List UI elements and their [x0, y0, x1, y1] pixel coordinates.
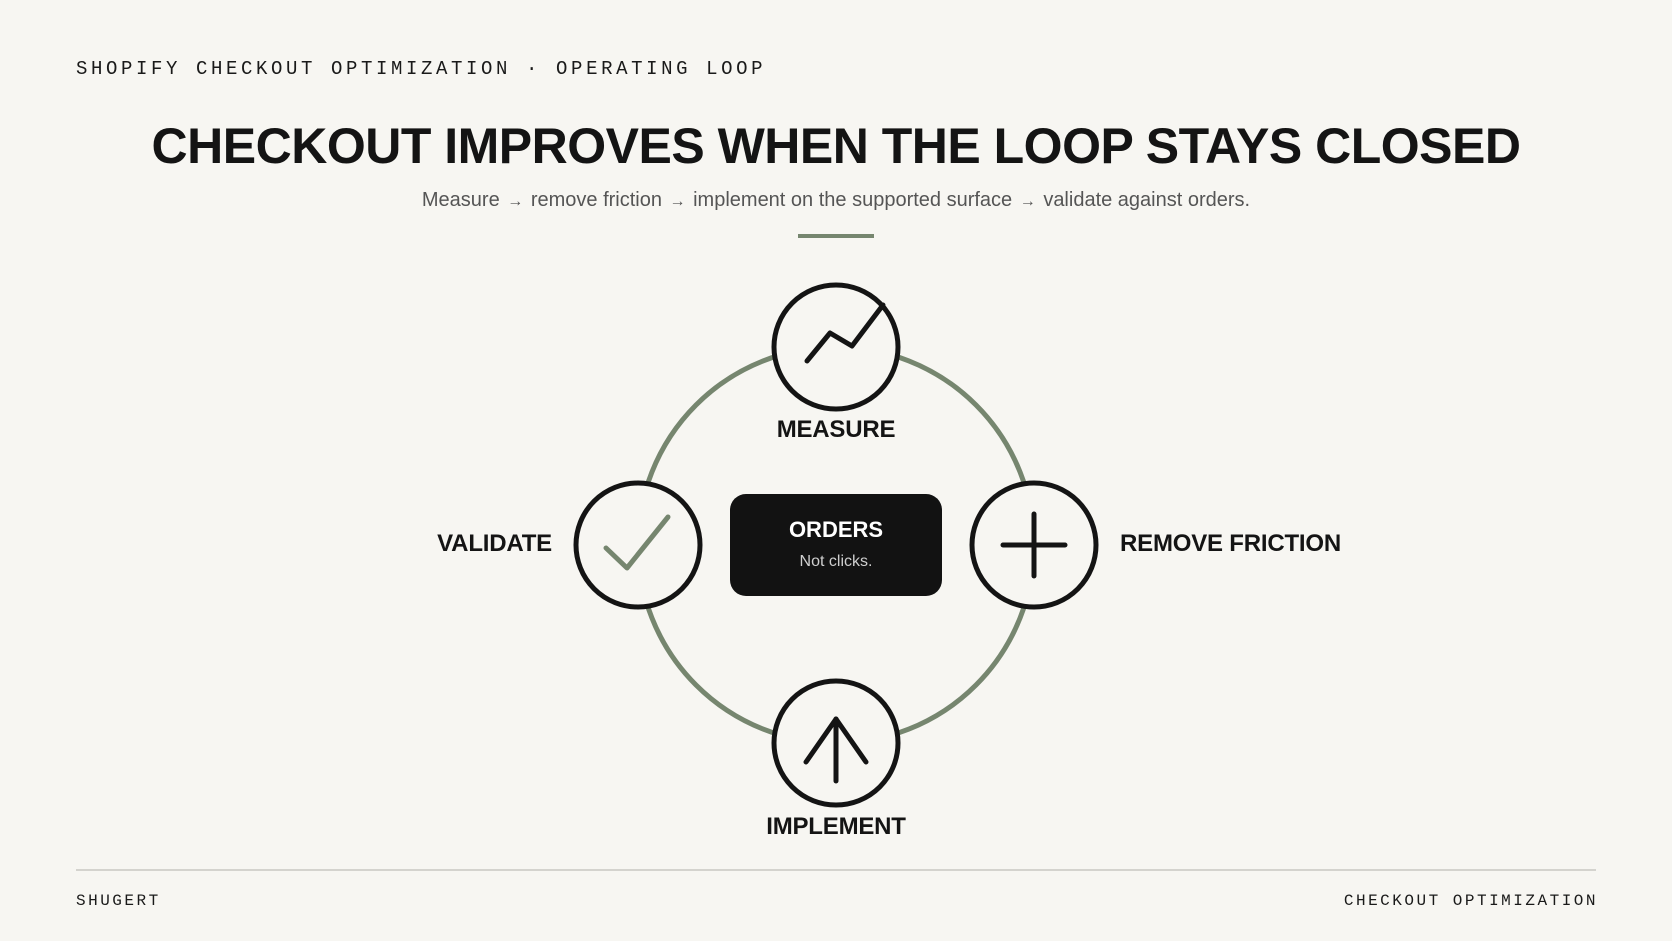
arrow-up-icon [803, 716, 869, 784]
stage-label-remove-friction: REMOVE FRICTION [1120, 530, 1342, 557]
checkmark-icon [603, 514, 671, 571]
subtitle: Measure → remove friction → implement on… [0, 189, 1672, 212]
measure-node [771, 282, 901, 412]
orders-center-card: ORDERS Not clicks. [730, 494, 942, 596]
stage-label-implement: IMPLEMENT [766, 813, 906, 840]
center-card-subtitle: Not clicks. [799, 553, 873, 570]
subtitle-step-measure: Measure [421, 189, 500, 211]
subtitle-arrow: → [1019, 193, 1036, 210]
footer-divider [76, 869, 1596, 871]
subtitle-step-remove-friction: remove friction [530, 189, 662, 211]
subtitle-arrow: → [669, 193, 686, 210]
subtitle-step-implement: implement on the supported surface [693, 189, 1013, 211]
center-card-title: ORDERS [788, 517, 884, 542]
stage-label-measure: MEASURE [776, 416, 896, 443]
page-title: CHECKOUT IMPROVES WHEN THE LOOP STAYS CL… [151, 118, 1521, 174]
implement-node [771, 678, 901, 808]
footer-section-label: CHECKOUT OPTIMIZATION [1343, 892, 1598, 910]
subtitle-step-validate: validate against orders. [1043, 189, 1251, 211]
eyebrow-label: SHOPIFY CHECKOUT OPTIMIZATION · OPERATIN… [76, 58, 767, 80]
validate-node [573, 480, 703, 610]
trend-line-icon [804, 302, 886, 364]
subtitle-arrow: → [507, 193, 524, 210]
footer-brand: SHUGERT [76, 892, 161, 910]
plus-icon [1000, 511, 1068, 579]
stage-label-validate: VALIDATE [437, 530, 552, 557]
accent-divider [798, 234, 874, 238]
remove-friction-node [969, 480, 1099, 610]
